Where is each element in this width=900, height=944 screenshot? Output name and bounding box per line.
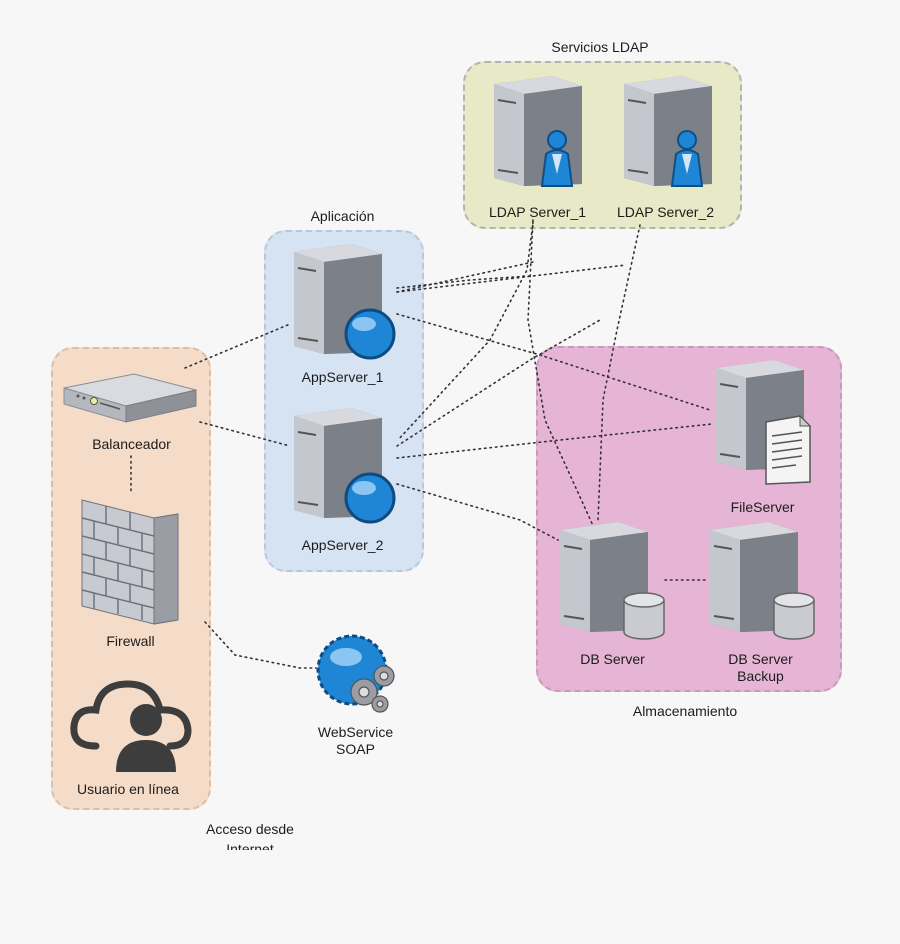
access-group-title-line2-clipped: Internet [190,842,390,850]
link-app1-fileserver [396,313,711,411]
brick-wall-icon [81,499,179,625]
link-app1-ldap1 [396,261,534,293]
ldap-server-1-label: LDAP Server_1 [488,204,586,220]
webservice-label-line1: WebService [317,724,394,740]
user-label: Usuario en línea [77,781,179,797]
access-group-title-line2: Internet [226,842,274,850]
app-server-1-label: AppServer_1 [301,369,384,385]
webservice-label-line2: SOAP [336,741,375,757]
db-backup-server-icon [710,522,815,640]
link-balancer-app2 [199,421,291,447]
app-group-title: Aplicación [310,208,375,224]
db-backup-label: DB Server Backup [698,651,823,685]
rack-server-icon [63,373,197,423]
link-firewall-webservice [204,621,317,669]
ldap-server-2-label: LDAP Server_2 [616,204,714,220]
document-icon [765,414,812,485]
link-app1-ldap1b [396,275,531,289]
link-ldap2-db [597,224,641,521]
gear-icon [350,665,395,713]
db-server-label: DB Server [580,651,645,667]
globe-icon [344,472,396,524]
cloud-user-icon [70,680,192,772]
app-server-2-icon [294,408,396,524]
user-badge-icon [670,130,704,187]
link-balancer-app1 [184,323,291,369]
webservice-icon [316,634,395,713]
webservice-label: WebService SOAP [293,724,418,758]
access-group-title-line1: Acceso desde [206,821,294,837]
file-server-label: FileServer [730,499,795,515]
user-badge-icon [540,130,574,187]
link-app2-fileserver [396,423,713,459]
link-ldap1-app2 [397,221,534,441]
link-app2-db [396,483,559,541]
globe-icon [344,308,396,360]
link-app2-ldap [396,319,601,447]
balancer-label: Balanceador [92,436,171,452]
ldap-server-2-icon [624,76,712,187]
db-backup-label-line2: Backup [737,668,784,684]
ldap-server-1-icon [494,76,582,187]
link-ldap1-db [527,219,596,531]
database-cylinder-icon [773,592,815,640]
app-server-2-label: AppServer_2 [301,537,384,553]
app-server-1-icon [294,244,396,360]
firewall-label: Firewall [106,633,155,649]
db-server-icon [560,522,665,640]
storage-group-title: Almacenamiento [632,703,738,719]
ldap-group-title: Servicios LDAP [551,39,649,55]
link-app1-ldap2 [396,264,627,293]
db-backup-label-line1: DB Server [728,651,793,667]
database-cylinder-icon [623,592,665,640]
file-server-icon [716,360,812,485]
